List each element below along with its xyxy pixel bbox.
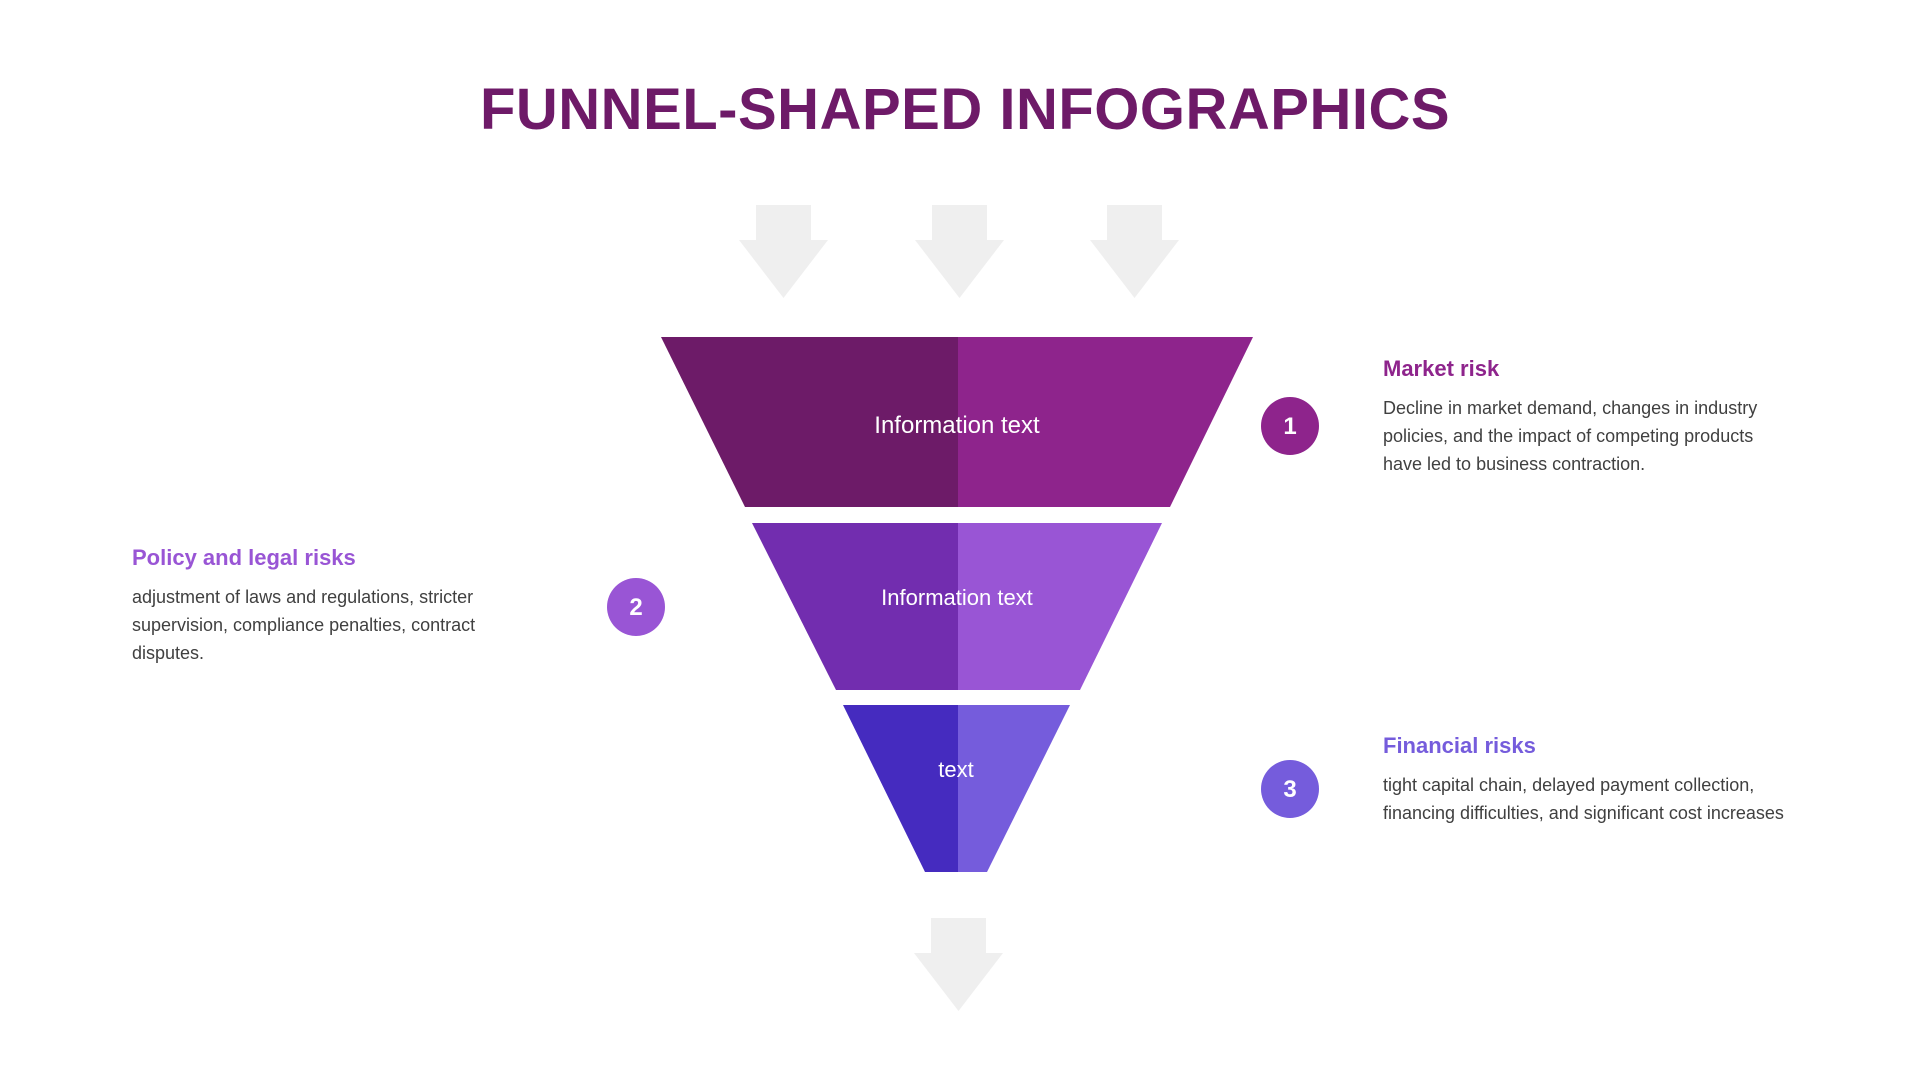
funnel-tier-3-right	[958, 705, 1070, 872]
callout-financial-risks: Financial risks tight capital chain, del…	[1383, 733, 1883, 827]
badge-1-circle	[1261, 397, 1319, 455]
callout-policy-legal-risks: Policy and legal risks adjustment of law…	[132, 545, 562, 667]
callout-heading: Policy and legal risks	[132, 545, 356, 570]
badge-3-circle	[1261, 760, 1319, 818]
page-title: FUNNEL-SHAPED INFOGRAPHICS	[479, 77, 1451, 142]
callout-line: tight capital chain, delayed payment col…	[1383, 775, 1755, 795]
callout-line: policies, and the impact of competing pr…	[1383, 426, 1754, 446]
callout-line: adjustment of laws and regulations, stri…	[132, 587, 474, 607]
input-arrow-icon	[1090, 205, 1179, 298]
callout-line: financing difficulties, and significant …	[1383, 803, 1784, 823]
funnel-tier-2: Information text	[752, 523, 1162, 690]
callout-description: tight capital chain, delayed payment col…	[1383, 771, 1883, 827]
step-badge-2: 2	[607, 578, 665, 636]
badge-3-number: 3	[1283, 776, 1296, 803]
badge-2-circle	[607, 578, 665, 636]
funnel-tier-1-left	[661, 337, 958, 507]
badge-2-number: 2	[629, 594, 642, 621]
badge-1-number: 1	[1283, 413, 1296, 440]
funnel-tier-2-label: Information text	[881, 585, 1033, 610]
callout-line: disputes.	[132, 643, 205, 663]
callout-heading: Financial risks	[1383, 733, 1536, 758]
funnel-tier-1-right	[958, 337, 1253, 507]
callout-description: adjustment of laws and regulations, stri…	[132, 583, 562, 667]
input-arrow-icon	[915, 205, 1004, 298]
funnel-tier-1-label: Information text	[874, 412, 1040, 439]
callout-line: Decline in market demand, changes in ind…	[1383, 398, 1758, 418]
input-arrow-icon	[739, 205, 828, 298]
step-badge-3: 3	[1261, 760, 1319, 818]
callout-market-risk: Market risk Decline in market demand, ch…	[1383, 356, 1843, 478]
callout-line: supervision, compliance penalties, contr…	[132, 615, 476, 635]
funnel-tier-1: Information text	[661, 337, 1253, 507]
output-arrow-icon	[914, 918, 1003, 1011]
funnel-tier-2-right	[958, 523, 1162, 690]
callout-description: Decline in market demand, changes in ind…	[1383, 394, 1843, 478]
funnel-tier-3-label: text	[938, 757, 973, 782]
funnel-tier-2-left	[752, 523, 958, 690]
funnel-tier-3: text	[843, 705, 1070, 872]
callout-line: have led to business contraction.	[1383, 454, 1646, 474]
funnel-tier-3-left	[843, 705, 958, 872]
callout-heading: Market risk	[1383, 356, 1500, 381]
step-badge-1: 1	[1261, 397, 1319, 455]
